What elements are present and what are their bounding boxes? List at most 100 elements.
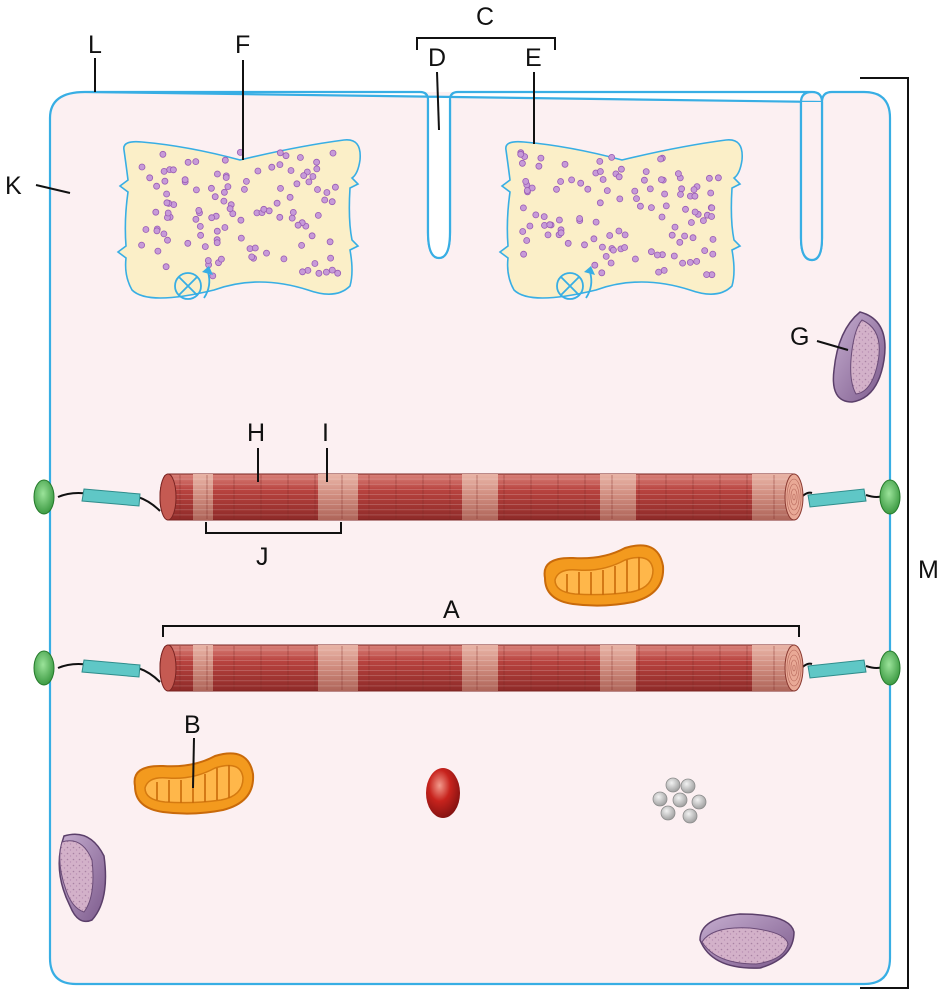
granule	[709, 250, 717, 258]
granule	[226, 205, 234, 213]
granule	[636, 202, 644, 210]
granule	[288, 214, 296, 222]
vesicle-lower-left	[58, 833, 107, 923]
granule	[615, 173, 623, 181]
granule	[602, 253, 610, 260]
granule	[526, 222, 534, 230]
granule	[164, 236, 171, 244]
granule	[621, 231, 629, 239]
granule	[334, 269, 342, 277]
label-b: B	[184, 711, 201, 739]
granule	[241, 186, 248, 193]
granule	[327, 254, 335, 262]
granule	[537, 154, 545, 162]
granule	[221, 188, 228, 196]
granule	[691, 192, 699, 200]
granule	[553, 185, 560, 193]
granule	[535, 162, 543, 170]
granule	[213, 239, 221, 247]
granule	[277, 185, 284, 192]
label-d: D	[428, 44, 446, 72]
granule	[162, 263, 170, 271]
granule	[196, 223, 204, 230]
granule	[693, 258, 701, 265]
label-i: I	[322, 419, 329, 447]
granule	[181, 176, 189, 184]
granule	[607, 259, 615, 267]
granule	[603, 187, 611, 194]
granule	[556, 216, 563, 224]
membrane-invagination-right	[799, 102, 824, 262]
granule	[311, 260, 319, 267]
granule	[557, 229, 565, 237]
granule	[584, 185, 592, 193]
granule	[213, 227, 221, 235]
rotation-symbol	[556, 266, 595, 300]
granule	[276, 161, 284, 169]
granule	[221, 224, 229, 231]
granule	[615, 227, 623, 235]
granule	[220, 197, 228, 205]
granule	[596, 157, 604, 165]
filament-band	[462, 645, 498, 691]
granule	[546, 221, 554, 229]
granule	[540, 213, 548, 220]
filament-band	[318, 474, 358, 520]
granule	[714, 174, 722, 182]
granule	[608, 153, 616, 161]
granule	[674, 170, 682, 177]
filament-band	[193, 474, 213, 520]
granule	[671, 223, 679, 231]
granule	[618, 165, 625, 173]
granule-zone-e	[498, 139, 743, 300]
granule	[142, 226, 150, 233]
granule	[224, 183, 232, 190]
granule	[260, 205, 268, 213]
granule	[642, 168, 650, 176]
label-f: F	[235, 31, 250, 59]
granule	[138, 241, 146, 249]
granule	[208, 214, 216, 222]
granule	[670, 252, 678, 260]
granule	[300, 172, 308, 179]
granule	[657, 176, 665, 183]
granule	[676, 238, 684, 246]
granule	[577, 179, 585, 187]
granule	[701, 247, 709, 254]
granule	[519, 228, 527, 235]
granule	[164, 209, 172, 217]
label-k: K	[5, 172, 22, 200]
granule	[640, 176, 648, 184]
granule	[201, 243, 209, 250]
granule	[294, 221, 302, 229]
granule	[313, 158, 321, 166]
label-a: A	[443, 596, 460, 624]
granule	[581, 241, 588, 249]
granule	[655, 268, 663, 276]
vesicle-lower-right	[699, 913, 795, 969]
granule	[251, 244, 259, 252]
granule	[523, 237, 531, 244]
granule	[590, 235, 598, 243]
granule	[668, 231, 676, 239]
granule	[192, 158, 200, 166]
granule	[287, 167, 295, 174]
granule	[293, 180, 301, 188]
granule	[315, 269, 323, 277]
granule	[237, 234, 245, 242]
granule	[523, 187, 531, 194]
granule	[286, 193, 294, 201]
granule	[631, 187, 639, 195]
granule	[532, 211, 540, 219]
granule	[276, 149, 284, 157]
granule	[160, 167, 168, 175]
granule	[152, 208, 160, 216]
label-h: H	[247, 419, 265, 447]
granule	[703, 271, 711, 279]
granule	[308, 232, 316, 240]
granule	[646, 185, 654, 193]
filament-band	[193, 645, 213, 691]
granule	[709, 236, 717, 243]
granule	[631, 255, 639, 263]
